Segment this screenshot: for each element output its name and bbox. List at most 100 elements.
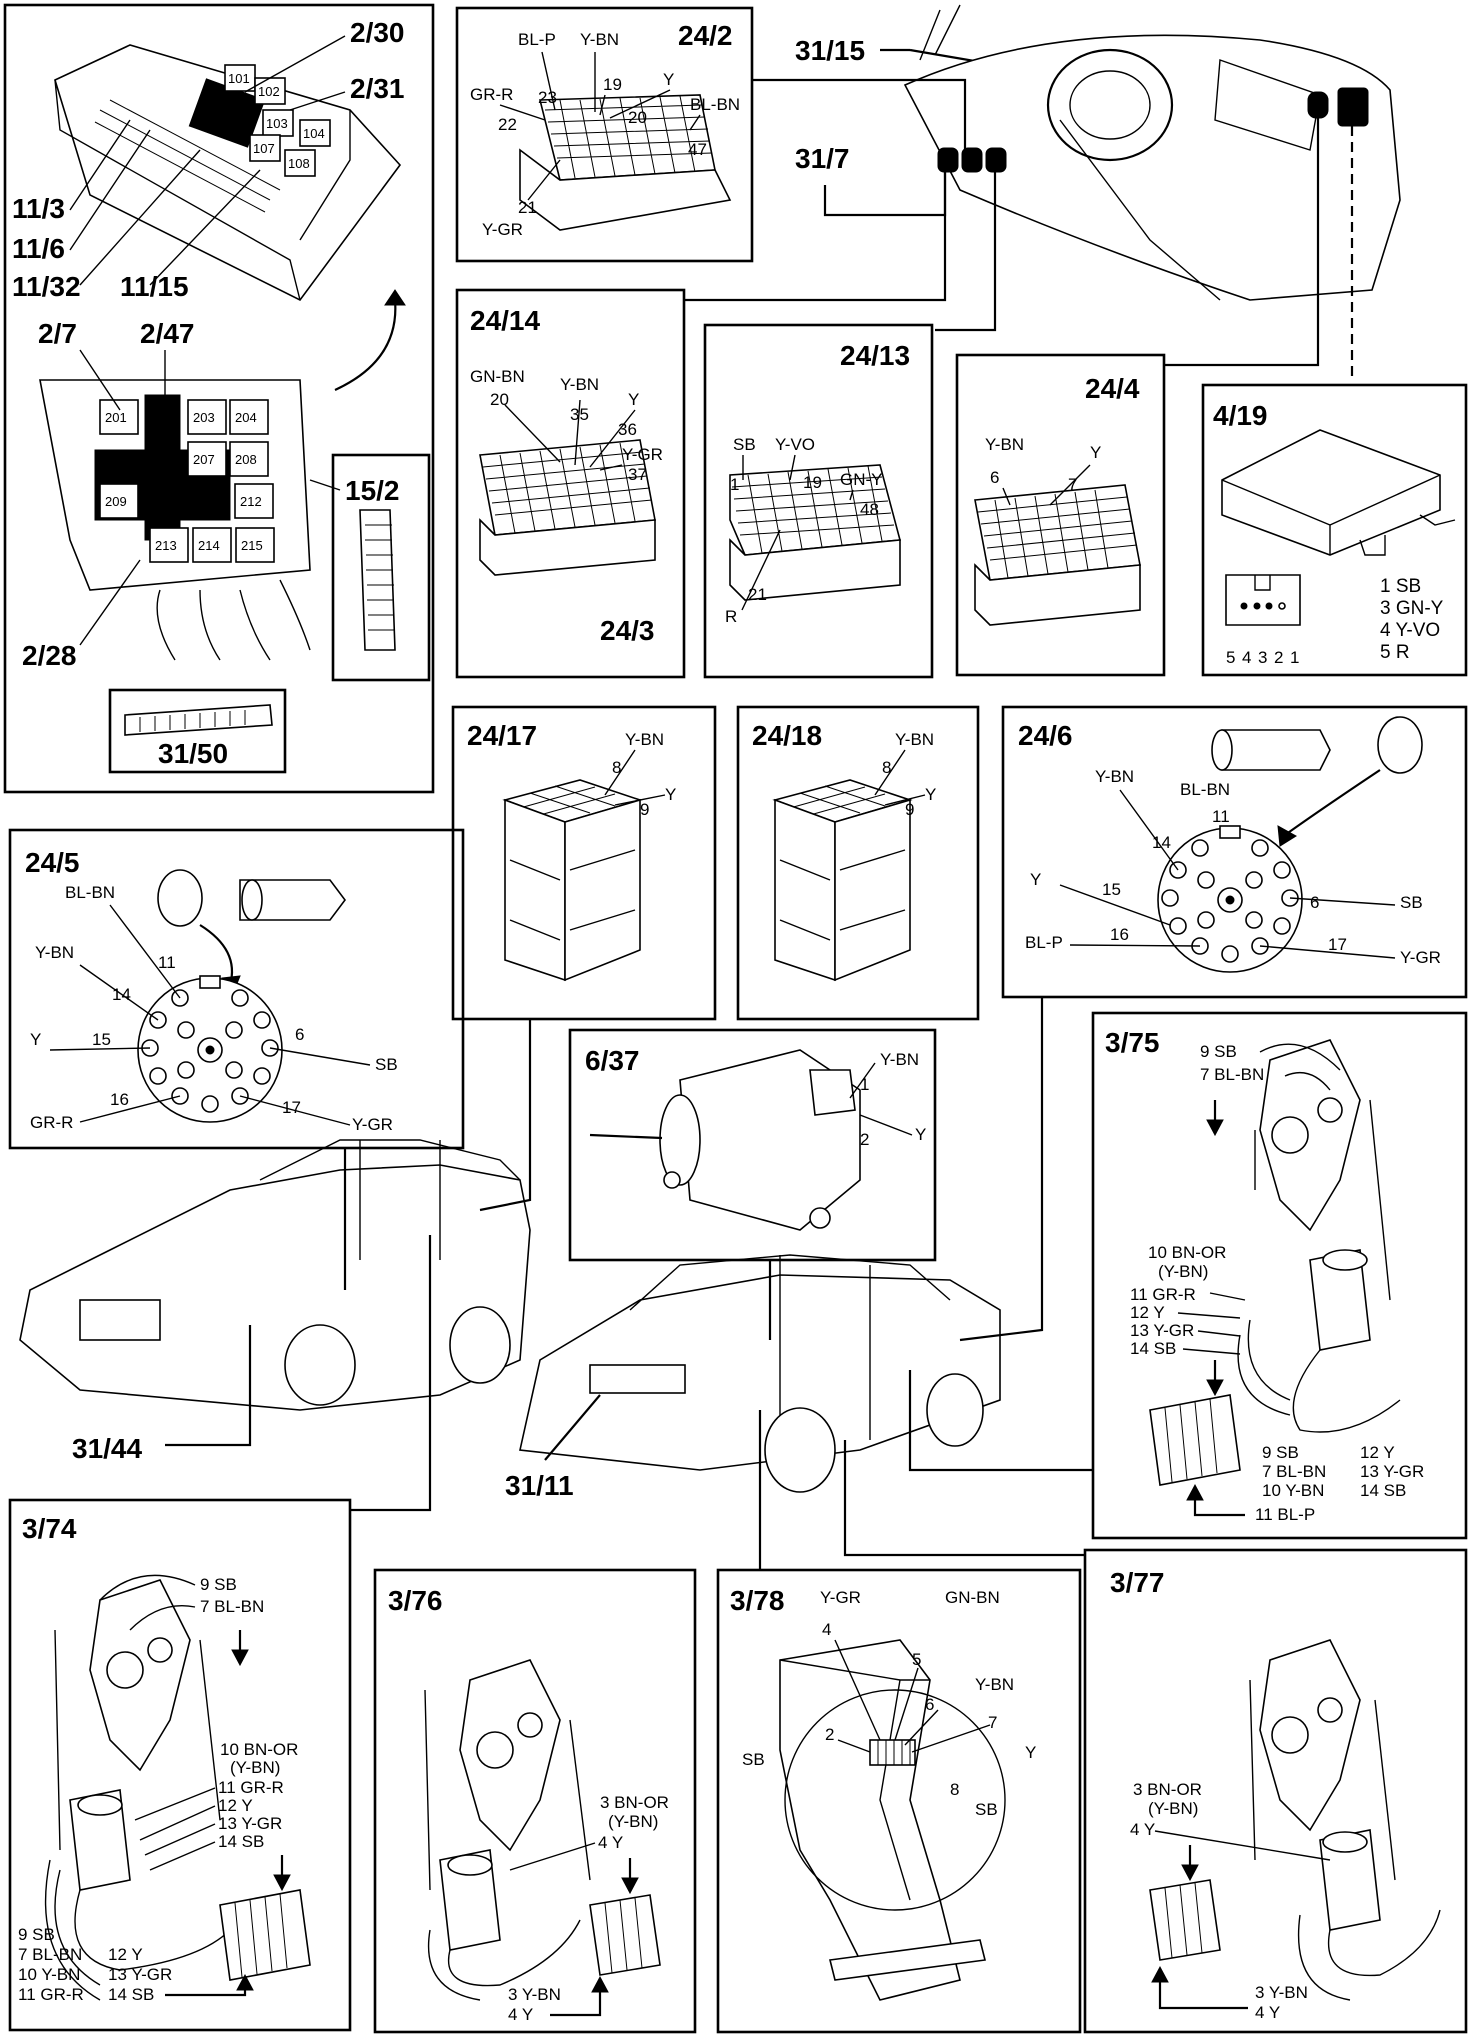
wire-14-sb: 14 SB [218, 1832, 264, 1851]
connector-3-76 [589, 1894, 661, 1976]
legend-4-y-vo: 4 Y-VO [1380, 620, 1440, 641]
wire-4-y: 4 Y [598, 1833, 623, 1852]
pin-5: 5 [1226, 648, 1235, 667]
lock-3-78-drawing [779, 1639, 961, 2001]
svg-text:102: 102 [258, 84, 280, 99]
color-y-bn: Y-BN [625, 730, 664, 749]
svg-text:201: 201 [105, 410, 127, 425]
label-31-11: 31/11 [505, 1470, 574, 1501]
legend-9-sb: 9 SB [18, 1925, 55, 1944]
panel-24-14: 24/14 24/3 GN-BN 20 Y-BN 35 Y 36 Y-GR 37 [455, 288, 686, 679]
central-module-drawing [54, 44, 402, 302]
color-y-bn: Y-BN [580, 30, 619, 49]
label-31-7: 31/7 [795, 143, 850, 174]
pin-6: 6 [295, 1025, 304, 1044]
pin-17: 17 [1328, 935, 1347, 954]
panel-3-78: 3/78 Y-GR GN-BN 4 5 Y-BN 6 7 Y 2 SB 8 SB [716, 1568, 1082, 2034]
pin-1: 1 [1290, 648, 1299, 667]
legend-13-y-gr: 13 Y-GR [1360, 1462, 1424, 1481]
relay-101: 101 [224, 64, 256, 92]
relay-108: 108 [284, 149, 316, 177]
pin-8: 8 [882, 758, 891, 777]
panel-6-37: 6/37 Y-BN 1 2 Y [568, 1028, 937, 1262]
wire-4-y: 4 Y [1130, 1820, 1155, 1839]
color-gn-bn: GN-BN [945, 1588, 1000, 1607]
color-y: Y [925, 785, 936, 804]
svg-text:108: 108 [288, 156, 310, 171]
relay-212: 212 [234, 483, 274, 519]
legend-9-sb: 9 SB [1262, 1443, 1299, 1462]
legend-10-y-bn: 10 Y-BN [18, 1965, 80, 1984]
pin-7: 7 [988, 1713, 997, 1732]
wire-12-y: 12 Y [218, 1796, 253, 1815]
relay-204: 204 [229, 399, 269, 435]
connector-3-77 [1149, 1879, 1221, 1961]
color-y-bn: Y-BN [1095, 767, 1134, 786]
relay-207: 207 [187, 441, 227, 477]
color-sb: SB [375, 1055, 398, 1074]
panel-3-77-frame [1083, 1548, 1468, 2034]
wire-3-bn-or: 3 BN-OR [1133, 1780, 1202, 1799]
relay-104: 104 [299, 119, 331, 147]
label-11-15: 11/15 [120, 271, 189, 302]
color-r: R [725, 607, 737, 626]
pin-15: 15 [1102, 880, 1121, 899]
connector-dash-3 [985, 147, 1007, 173]
arrow-curved [334, 299, 397, 391]
color-y-bn: Y-BN [560, 375, 599, 394]
pin-11: 11 [158, 953, 176, 972]
pin-47: 47 [688, 140, 707, 159]
label-24-18: 24/18 [752, 720, 822, 751]
pin-19: 19 [803, 473, 822, 492]
color-bl-p: BL-P [518, 30, 556, 49]
legend-12-y: 12 Y [1360, 1443, 1395, 1462]
wire-3-bn-or: 3 BN-OR [600, 1793, 669, 1812]
panel-3-76: 3/76 3 BN-OR (Y-BN) 4 Y 3 Y-BN 4 Y [373, 1568, 697, 2034]
top-9-sb: 9 SB [200, 1575, 237, 1594]
svg-text:107: 107 [253, 141, 275, 156]
color-y: Y [628, 390, 639, 409]
wire-y-bn: (Y-BN) [1148, 1799, 1198, 1818]
pin-1: 1 [860, 1075, 869, 1094]
dashboard-drawing [903, 34, 1401, 301]
pin-1: 1 [730, 475, 739, 494]
relay-215: 215 [235, 527, 275, 563]
relay-107: 107 [249, 134, 281, 162]
pin-5: 5 [912, 1650, 921, 1669]
svg-text:215: 215 [241, 538, 263, 553]
car-front-drawing [19, 1164, 531, 1411]
label-2-47: 2/47 [140, 318, 195, 349]
panel-24-6: 24/6 Y-BN BL-BN 11 14 Y 15 6 SB BL-P 16 … [1001, 705, 1468, 999]
wire-y-bn: (Y-BN) [1158, 1262, 1208, 1281]
panel-3-74-frame [8, 1498, 352, 2032]
panel-fuse-box: 101 102 103 104 107 108 2/30 2/31 11/3 1… [3, 3, 435, 794]
label-6-37: 6/37 [585, 1045, 640, 1076]
svg-text:103: 103 [266, 116, 288, 131]
pin-20: 20 [628, 108, 647, 127]
wire-11-gr-r: 11 GR-R [218, 1778, 284, 1797]
panel-24-5-frame [8, 828, 465, 1150]
color-gr-r: GR-R [30, 1113, 73, 1132]
panel-4-19-frame [1201, 383, 1468, 677]
connector-dash-2 [961, 147, 983, 173]
legend-4-y: 4 Y [508, 2005, 533, 2024]
color-bl-p: BL-P [1025, 933, 1063, 952]
label-2-7: 2/7 [38, 318, 77, 349]
color-gn-bn: GN-BN [470, 367, 525, 386]
panel-3-76-frame [373, 1568, 697, 2034]
label-24-6: 24/6 [1018, 720, 1073, 751]
panel-24-4-frame [955, 353, 1166, 677]
pin-16: 16 [1110, 925, 1129, 944]
svg-text:212: 212 [240, 494, 262, 509]
svg-text:204: 204 [235, 410, 257, 425]
color-sb: SB [1400, 893, 1423, 912]
car-front-grille [79, 1299, 161, 1341]
plug-24-6-pins [1161, 839, 1299, 963]
relay-102: 102 [254, 77, 286, 105]
color-y-gr: Y-GR [622, 445, 663, 464]
label-31-44: 31/44 [72, 1433, 142, 1464]
pin-36: 36 [618, 420, 637, 439]
label-11-3: 11/3 [12, 193, 65, 224]
svg-text:208: 208 [235, 452, 257, 467]
wire-y-bn: (Y-BN) [230, 1758, 280, 1777]
